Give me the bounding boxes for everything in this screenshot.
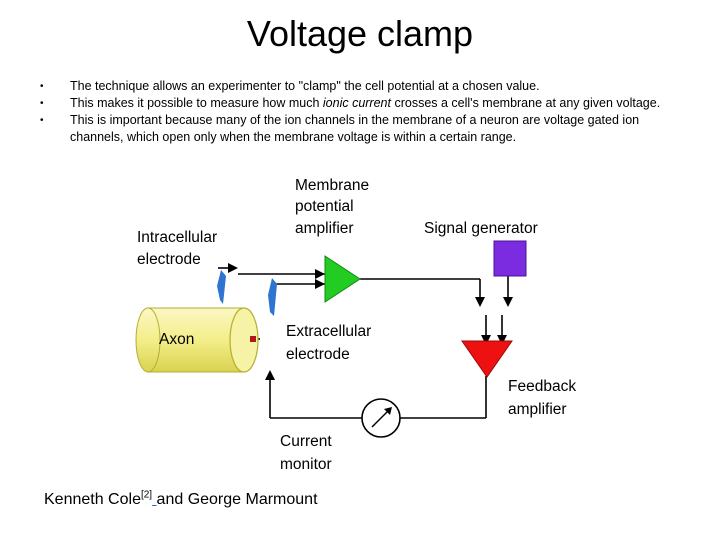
citation-ref: [2] <box>140 489 153 501</box>
bullet-text: This is important because many of the io… <box>70 113 640 144</box>
membrane-label-line3: amplifier <box>295 220 354 237</box>
current-monitor-meter <box>361 398 401 438</box>
credit-line: Kenneth Cole[2] and George Marmount <box>44 490 318 510</box>
signal-generator-label: Signal generator <box>424 220 538 237</box>
bullet-text: This makes it possible to measure how mu… <box>70 96 323 110</box>
axon-contact <box>250 336 256 342</box>
intracellular-label-line1: Intracellular <box>137 229 217 246</box>
membrane-label-line2: potential <box>295 198 354 215</box>
bullet-item: This is important because many of the io… <box>40 112 680 146</box>
extracellular-label-line2: electrode <box>286 346 350 363</box>
credit-name: and George Marmount <box>156 491 318 508</box>
arrowheads <box>228 263 513 380</box>
bullet-text: The technique allows an experimenter to … <box>70 79 540 93</box>
signal-generator-box <box>493 240 527 277</box>
axon <box>135 307 259 373</box>
feedback-label-line1: Feedback <box>508 378 576 395</box>
intracellular-label-line2: electrode <box>137 251 201 268</box>
bullet-item: The technique allows an experimenter to … <box>40 78 680 95</box>
current-label-line2: monitor <box>280 456 332 473</box>
intracellular-electrode <box>217 270 226 304</box>
bullet-text: crosses a cell's membrane at any given v… <box>390 96 661 110</box>
credit-name: Kenneth Cole <box>44 491 141 508</box>
current-label-line1: Current <box>280 433 332 450</box>
bullet-list: The technique allows an experimenter to … <box>40 78 680 146</box>
bullet-item: This makes it possible to measure how mu… <box>40 95 680 112</box>
bullet-emphasis: ionic current <box>322 96 391 110</box>
extracellular-electrode <box>268 278 277 316</box>
membrane-label-line1: Membrane <box>295 177 369 194</box>
extracellular-label-line1: Extracellular <box>286 323 371 340</box>
circuit-wires <box>218 267 509 419</box>
slide-title: Voltage clamp <box>246 13 474 54</box>
feedback-label-line2: amplifier <box>508 401 567 418</box>
feedback-amplifier <box>461 340 513 378</box>
axon-label: Axon <box>159 331 194 348</box>
membrane-potential-amplifier <box>324 255 361 303</box>
